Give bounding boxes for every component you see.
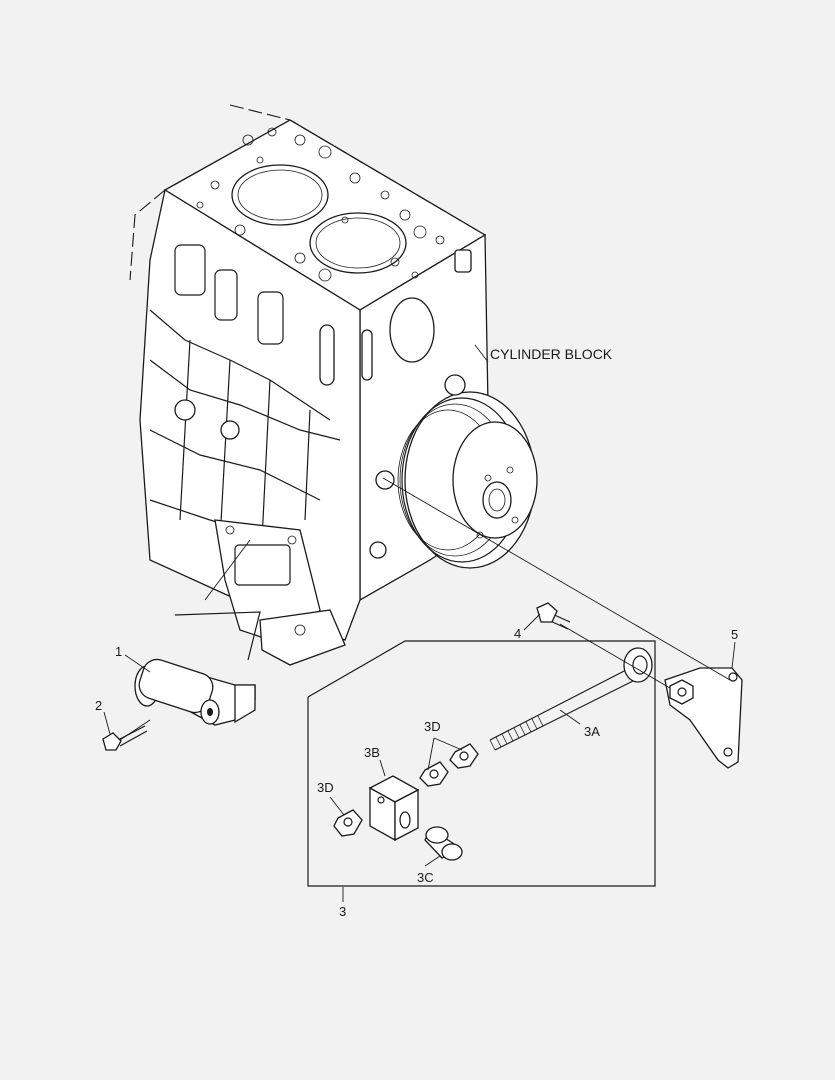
callout-3a: 3A (584, 724, 600, 739)
part-1-bracket (134, 658, 256, 726)
part-3d-nut-middle (419, 761, 449, 787)
cylinder-block-label: CYLINDER BLOCK (490, 346, 613, 362)
leader-lines (103, 344, 736, 902)
callout-5: 5 (731, 627, 738, 642)
part-3b-block (368, 775, 420, 842)
part-3d-nut-upper (449, 743, 479, 769)
part-4-bolt (536, 602, 571, 630)
callout-3d-lower: 3D (317, 780, 334, 795)
callout-2: 2 (95, 698, 102, 713)
part-3c-spacer (424, 826, 463, 861)
callout-4: 4 (514, 626, 521, 641)
part-3d-nut-lower (333, 809, 363, 837)
cylinder-block (129, 104, 538, 666)
callout-3b: 3B (364, 745, 380, 760)
callout-1: 1 (115, 644, 122, 659)
callout-3: 3 (339, 904, 346, 919)
callout-3c: 3C (417, 870, 434, 885)
callout-3d-upper: 3D (424, 719, 441, 734)
part-2-bolt (102, 725, 148, 751)
part-5-plate (664, 667, 743, 769)
part-3-assembly-frame (307, 640, 656, 887)
